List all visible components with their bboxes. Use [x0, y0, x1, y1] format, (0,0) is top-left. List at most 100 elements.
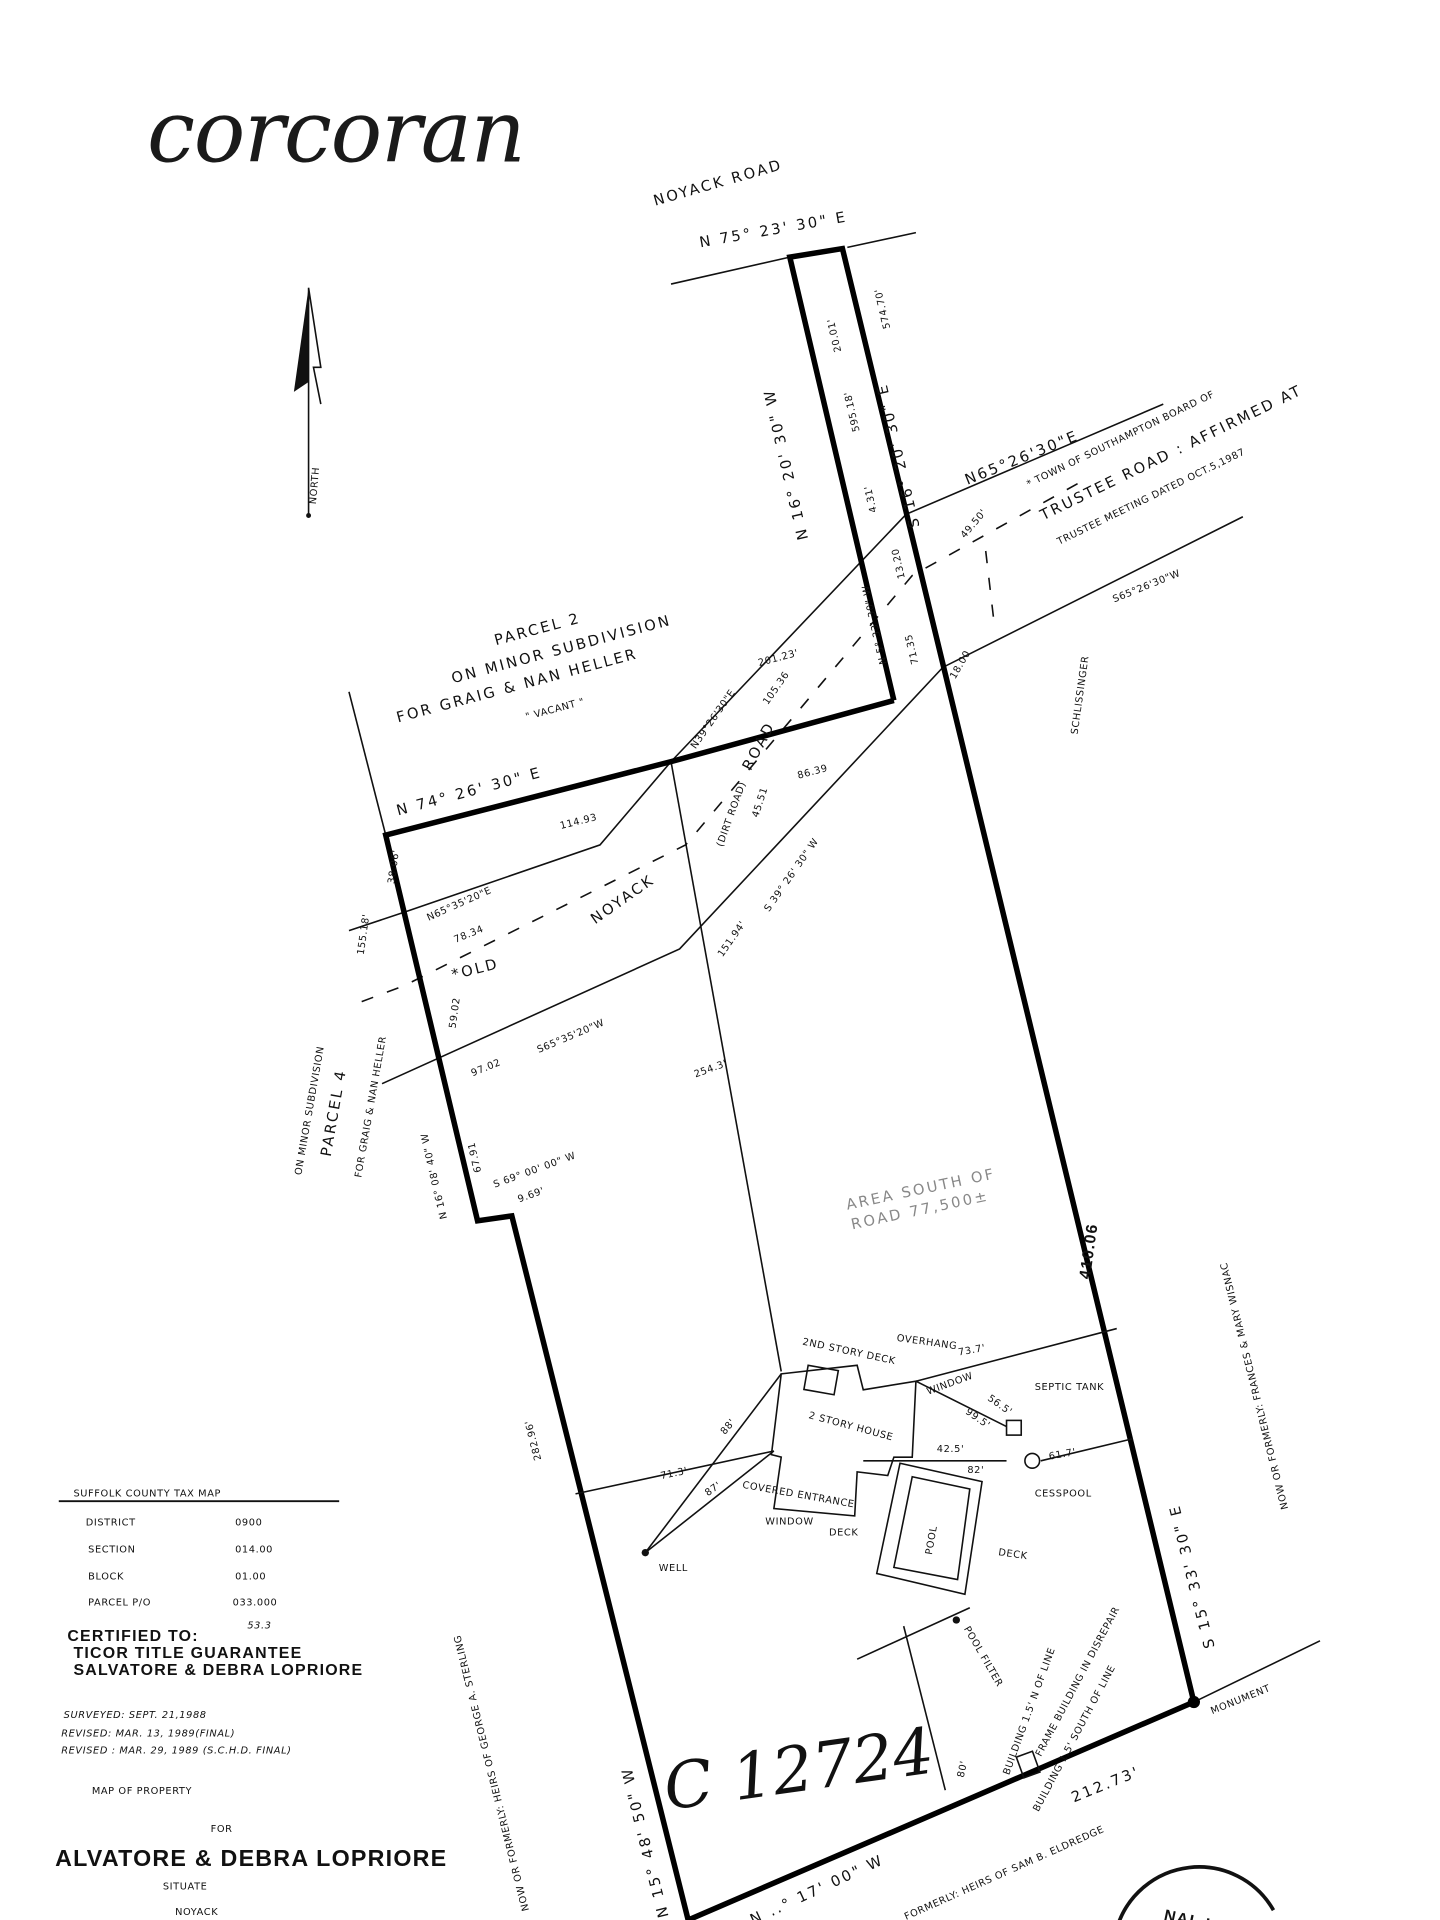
building-note-label: BUILDING 1.5' N OF LINE [1001, 1646, 1057, 1776]
septic-label: SEPTIC TANK [1035, 1382, 1104, 1393]
pool-filter-label: POOL FILTER [961, 1625, 1005, 1690]
east-owner-label: NOW OR FORMERLY: FRANCES & MARY WISNAC [1219, 1261, 1291, 1510]
dim-21273-label: 212.73' [1069, 1763, 1143, 1806]
monument-icon [1187, 1695, 1200, 1709]
s69-bearing-label: S 69° 00' 00" W [492, 1151, 577, 1191]
parcel4-1-label: PARCEL 4 [318, 1067, 350, 1157]
map-of-label: MAP OF PROPERTY [92, 1786, 192, 1797]
revised-1-label: REVISED: MAR. 13, 1989(FINAL) [61, 1728, 235, 1739]
file-number: C 12724 [659, 1715, 938, 1826]
strip-east-len-label: 574.70' [873, 287, 893, 330]
dim-713-label: 71.3' [660, 1466, 689, 1482]
south-owner-label: FORMERLY: HEIRS OF SAM B. ELDREDGE [903, 1824, 1106, 1920]
parcel4-3-label: FOR GRAIG & NAN HELLER [353, 1035, 389, 1178]
road-word-label: ROAD [739, 719, 779, 773]
dim-617-label: 61.7' [1048, 1447, 1077, 1463]
schlissinger-label: SCHLISSINGER [1070, 655, 1092, 735]
noyack-road-label: NOYACK ROAD [652, 156, 785, 209]
septic-tank-icon [1005, 1419, 1023, 1436]
dim-8639-label: 86.39 [796, 763, 829, 782]
deck-2-label: DECK [998, 1547, 1029, 1562]
certified-label-label: CERTIFIED TO: [67, 1628, 198, 1645]
dim-2543-label: 254.3' [693, 1058, 729, 1080]
window-1-label: WINDOW [765, 1516, 813, 1527]
deck-1-label: DECK [829, 1528, 858, 1539]
certified-2-label: SALVATORE & DEBRA LOPRIORE [73, 1662, 363, 1679]
trustee-n-bearing-label: N65°26'30"E [962, 427, 1081, 488]
dim-1320-label: 13.20 [890, 547, 908, 580]
label-label: DISTRICT [86, 1518, 136, 1529]
dim-20123-label: 201.23' [757, 648, 800, 669]
deck-2nd-label: 2ND STORY DECK [801, 1337, 896, 1367]
dim-995-label: 99.5' [963, 1407, 992, 1432]
value-label: 014.00 [235, 1545, 273, 1556]
tax-map-block: SUFFOLK COUNTY TAX MAP DISTRICT 0900 SEC… [55, 1488, 447, 1918]
dim-15518-label: 155.18' [356, 913, 373, 955]
house-improvements [575, 1327, 1133, 1791]
pool-label: POOL [924, 1525, 940, 1556]
noyack-old-label: NOYACK [588, 871, 658, 927]
property-boundary [382, 245, 1200, 1920]
label-label: SECTION [88, 1545, 135, 1556]
n65-35-bearing-label: N65°35'20"E [425, 885, 493, 923]
dim-737-label: 73.7' [957, 1343, 986, 1359]
window-2-label: WINDOW [925, 1371, 974, 1398]
value-label: 0900 [235, 1518, 262, 1529]
dim-425-label: 42.5' [937, 1444, 965, 1455]
survey-labels: NOYACK ROAD N 75° 23' 30" E N 16° 20' 30… [293, 156, 1305, 1920]
pool-filter-icon [952, 1616, 960, 1624]
dim-6791-label: 67.91 [466, 1141, 484, 1174]
dim-10536-label: 105.36 [761, 670, 792, 707]
trustee-s-bearing-label: S65°26'30"W [1111, 568, 1182, 605]
dim-5902-label: 59.02 [448, 997, 463, 1029]
monument-label: MONUMENT [1209, 1683, 1272, 1717]
dim-1800-label: 18.00 [948, 649, 973, 681]
parcel4-2-label: ON MINOR SUBDIVISION [293, 1045, 327, 1176]
dim-87-label: 87' [703, 1480, 723, 1499]
dim-11493-label: 114.93 [559, 812, 598, 832]
west-owner-label: NOW OR FORMERLY: HEIRS OF GEORGE A. STER… [452, 1634, 531, 1913]
dim-431-label: 4.31' [863, 484, 880, 513]
dim-9702-label: 97.02 [470, 1057, 503, 1079]
dim-565-label: 56.5' [985, 1393, 1014, 1418]
surveyed-label: SURVEYED: SEPT. 21,1988 [64, 1710, 207, 1721]
value-label: 033.000 [233, 1597, 278, 1608]
covered-entrance-label: COVERED ENTRANCE [742, 1480, 856, 1511]
well-label: WELL [659, 1563, 688, 1574]
cesspool-label: CESSPOOL [1035, 1488, 1092, 1499]
label-label: PARCEL P/O [88, 1597, 151, 1608]
title-label: SUFFOLK COUNTY TAX MAP [73, 1488, 221, 1499]
dim-4551-label: 45.51 [750, 786, 770, 819]
strip-west-bearing-label: N 16° 20' 30" W [761, 387, 812, 542]
corcoran-logo: corcoran [147, 83, 525, 183]
dim-80-label: 80' [956, 1760, 970, 1779]
revised-2-label: REVISED : MAR. 29, 1989 (S.C.H.D. FINAL) [61, 1745, 291, 1756]
parcel-note-label: 53.3 [247, 1621, 271, 1632]
road-bearing-label: N 75° 23' 30" E [698, 209, 849, 252]
stamp-label: NAL LAND [1162, 1907, 1254, 1920]
north-label: NORTH [308, 466, 322, 504]
house-label: 2 STORY HOUSE [807, 1410, 894, 1443]
situate-label: SITUATE [163, 1881, 208, 1892]
surveyor-seal: NAL LAND [1117, 1865, 1276, 1920]
trustee-width-label: 49.50' [959, 507, 990, 540]
s65-35-bearing-label: S65°35'20"W [536, 1018, 607, 1056]
cesspool-icon [1024, 1452, 1041, 1469]
owner-label: ALVATORE & DEBRA LOPRIORE [55, 1845, 447, 1871]
n16-08-bearing-label: N 16° 08' 40" W [419, 1132, 450, 1220]
value-label: 01.00 [235, 1572, 266, 1583]
dim-28296-label: 282.96' [523, 1419, 544, 1462]
n5-bearing-label: N 5° 33' 30" W [860, 584, 889, 666]
dim-7834-label: 78.34 [453, 924, 486, 946]
dim-82-label: 82' [967, 1465, 984, 1476]
certified-1-label: TICOR TITLE GUARANTEE [73, 1645, 302, 1662]
road-lines [348, 231, 1321, 1703]
s39-bearing-label: S 39° 26' 30" W [762, 836, 821, 914]
old-label: *OLD [450, 955, 501, 983]
dim-7135-label: 71.35 [904, 633, 922, 666]
dim-3806-label: 38.06' [386, 849, 402, 885]
strip-east-bearing-label: S 16° 20' 30" E [874, 381, 924, 529]
parcel2-4-label: " VACANT " [524, 697, 586, 723]
trustee-note-2-label: TRUSTEE ROAD : AFFIRMED AT [1037, 382, 1306, 525]
